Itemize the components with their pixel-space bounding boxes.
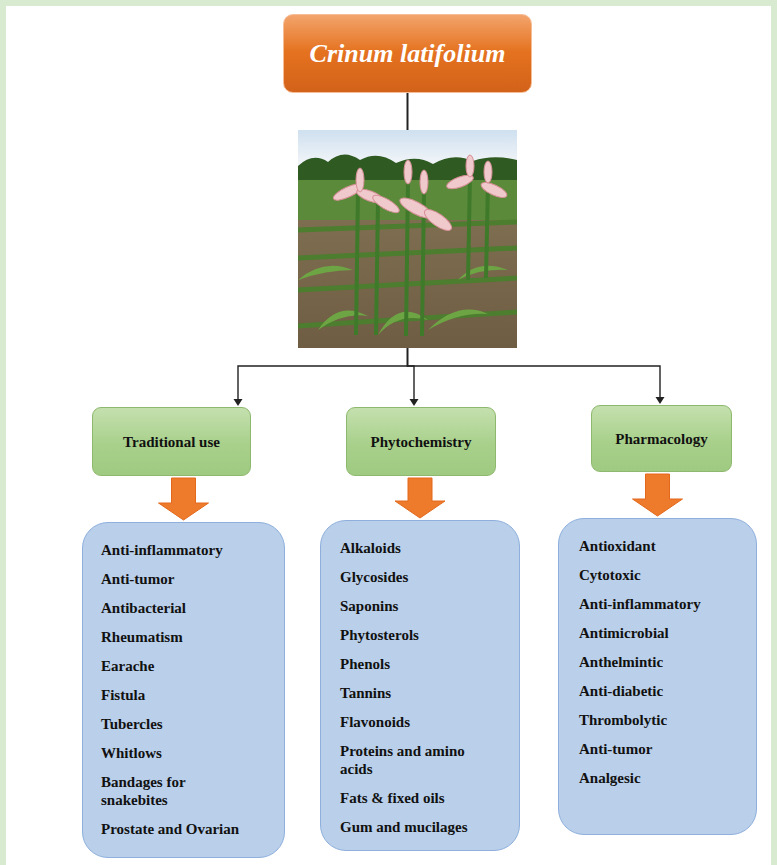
list-item: Prostate and Ovarian: [101, 820, 246, 838]
list-item: Flavonoids: [340, 713, 485, 731]
flower-stems: [356, 175, 488, 336]
list-item: Alkaloids: [340, 539, 485, 557]
list-box: AlkaloidsGlycosidesSaponinsPhytosterolsP…: [320, 520, 520, 851]
list-item: Phenols: [340, 655, 485, 673]
list-item: Phytosterols: [340, 626, 485, 644]
category-heading: Pharmacology: [609, 430, 713, 448]
category-box: Pharmacology: [591, 405, 732, 472]
list-item: Anti-inflammatory: [101, 541, 246, 559]
leaves: [298, 266, 508, 335]
list-item: Tannins: [340, 684, 485, 702]
list-box: Anti-inflammatoryAnti-tumorAntibacterial…: [82, 522, 285, 858]
list-item: Antibacterial: [101, 599, 246, 617]
list-item: Analgesic: [579, 769, 724, 787]
list-item: Anti-tumor: [579, 740, 724, 758]
arrow-body: [395, 478, 445, 518]
list-item: Anti-inflammatory: [579, 595, 724, 613]
category-box: Phytochemistry: [346, 407, 496, 476]
title-box: Crinum latifolium: [283, 14, 532, 93]
list-item: Proteins and amino acids: [340, 742, 485, 778]
list-item: Bandages for snakebites: [101, 773, 246, 809]
title-text: Crinum latifolium: [302, 39, 514, 69]
category-heading: Phytochemistry: [365, 433, 478, 451]
list-item: Saponins: [340, 597, 485, 615]
list-item: Anti-diabetic: [579, 682, 724, 700]
block-arrow: [395, 478, 445, 518]
block-arrow: [633, 474, 683, 516]
category-box: Traditional use: [92, 407, 251, 476]
list-item: Gum and mucilages: [340, 818, 485, 836]
list-item: Cytotoxic: [579, 566, 724, 584]
arrow-head: [656, 397, 665, 404]
list-item: Thrombolytic: [579, 711, 724, 729]
list-item: Anti-tumor: [101, 570, 246, 588]
list-item: Anthelmintic: [579, 653, 724, 671]
pink-flowers: [331, 155, 508, 234]
soil: [298, 130, 517, 348]
category-heading: Traditional use: [117, 433, 226, 451]
arrow-head: [234, 399, 243, 406]
arrow-head: [410, 399, 419, 406]
list-item: Antioxidant: [579, 537, 724, 555]
list-item: Rheumatism: [101, 628, 246, 646]
arrow-body: [633, 474, 683, 516]
list-item: Fats & fixed oils: [340, 789, 485, 807]
list-item: Antimicrobial: [579, 624, 724, 642]
list-item: Earache: [101, 657, 246, 675]
list-item: Fistula: [101, 686, 246, 704]
list-item: Tubercles: [101, 715, 246, 733]
list-box: AntioxidantCytotoxicAnti-inflammatoryAnt…: [558, 518, 757, 835]
block-arrow: [159, 478, 209, 520]
arrow-body: [159, 478, 209, 520]
list-item: Whitlows: [101, 744, 246, 762]
plant-photo: [298, 130, 517, 348]
list-item: Glycosides: [340, 568, 485, 586]
